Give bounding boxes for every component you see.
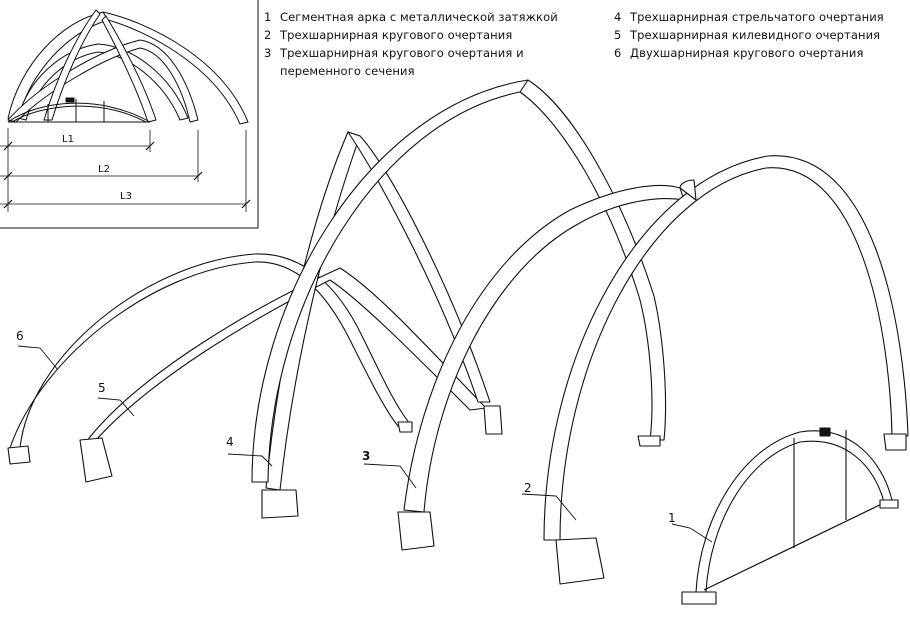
arch-2-right-support [883,433,907,451]
callout-6: 6 [16,329,24,343]
arch-3-front-body [403,184,685,513]
callout-leader-4 [227,453,273,467]
arch-5 [79,267,503,483]
callout-2: 2 [524,481,532,495]
arch-1-left-support [681,591,717,605]
callout-leader-1 [671,523,713,543]
arch-3-crown-hinge [519,79,529,93]
callout-leader-5 [97,397,135,417]
arch-5-left-support [79,437,113,483]
arch-4-right-leg [347,131,491,403]
callout-leaders [17,345,713,543]
arch-6 [7,253,413,465]
arch-2 [543,155,909,585]
arch-1-crown-plate [819,427,831,437]
arch-6-left-support [7,445,31,465]
inset-arch-pointed-a [43,9,101,121]
inset-arch-keel [7,39,199,123]
arch-3-front [403,184,685,513]
inset-panel: L1 L2 L3 [0,0,259,229]
arch-2-crown-hinge [679,179,697,201]
arch-5-right-support [483,405,503,435]
arch-3-right-support [637,435,661,447]
callout-leader-2 [521,493,577,521]
callout-4: 4 [226,435,234,449]
inset-dimensions [0,128,251,212]
callout-leader-3 [363,463,417,489]
span-label-l3: L3 [120,191,132,202]
inset-frame [0,0,259,229]
arch-1-right-support [879,499,899,509]
legend-item-3-continuation: переменного сечения [280,64,415,78]
callout-leader-6 [17,345,59,371]
span-label-l2: L2 [98,164,110,175]
arch-3-body [251,79,667,483]
inset-arch-right-outer [102,11,249,125]
arch-6-right-support [397,421,413,433]
arch-3-left-support [397,511,435,551]
arch-2-body [543,155,909,541]
callout-labels: 1 2 3 4 5 6 [16,329,676,525]
span-label-l1: L1 [62,134,74,145]
arch-2-left-support [555,537,605,585]
arch-4-left-support [261,489,299,519]
arch-3 [251,79,667,551]
callout-5: 5 [98,381,106,395]
inset-arches [7,9,249,125]
main-arches [7,79,909,605]
arch-1-tie-rod [703,499,891,591]
callout-3: 3 [362,449,370,463]
callout-1: 1 [668,511,676,525]
arch-1 [681,427,899,605]
inset-segment-arch [7,97,151,123]
